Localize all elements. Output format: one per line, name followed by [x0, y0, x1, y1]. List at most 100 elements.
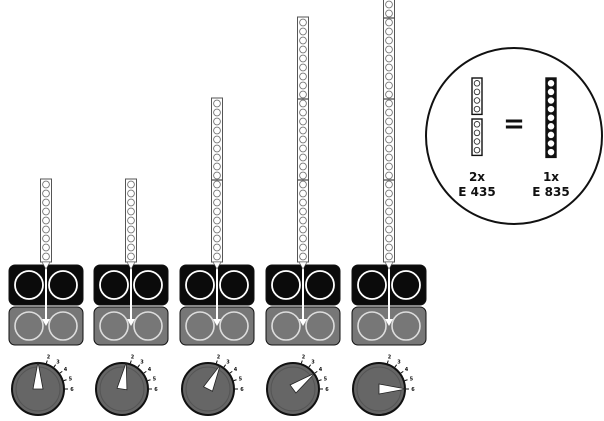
stack-bead: [385, 189, 393, 198]
dial-tick: [386, 360, 389, 364]
stack-bead: [385, 153, 393, 162]
dial-tick-label: 3: [226, 359, 230, 365]
stack-bead: [385, 9, 393, 18]
down-arrow-head-icon: [213, 319, 221, 326]
stack-bead: [385, 135, 393, 144]
legend-left-quantity: 2x: [469, 170, 485, 184]
stack-bead: [213, 162, 221, 171]
dial-tick: [45, 360, 48, 364]
legend-equals-sign: =: [503, 109, 525, 139]
stack-bead: [385, 99, 393, 108]
stack-bead: [213, 225, 221, 234]
gray-block-recess: [305, 311, 335, 341]
stack-bead: [385, 234, 393, 243]
stack-bead: [385, 252, 393, 261]
dial-tick-label: 6: [325, 387, 329, 393]
stack-bead: [42, 189, 50, 198]
black-block-recess: [185, 270, 215, 300]
dial-tick-label: 2: [388, 355, 392, 361]
dial-tick-label: 5: [153, 376, 157, 382]
stack-bead: [213, 180, 221, 189]
dial-tick: [300, 360, 303, 364]
stack-bead: [299, 54, 307, 63]
stack-bead: [42, 216, 50, 225]
down-arrow-head-icon: [42, 319, 50, 326]
stack-bead: [42, 225, 50, 234]
gray-block-recess: [271, 311, 301, 341]
stack-bead: [385, 144, 393, 153]
legend-bead: [547, 105, 555, 113]
dial-tick-label: 2: [217, 355, 221, 361]
dial-tick-label: 3: [140, 359, 144, 365]
stack-bead: [385, 162, 393, 171]
stack-bead: [385, 72, 393, 81]
dial-tick-label: 6: [411, 387, 415, 393]
stack-bead: [385, 117, 393, 126]
gray-block-recess: [99, 311, 129, 341]
stack-bead: [299, 225, 307, 234]
stack-bead: [213, 216, 221, 225]
stack-bead: [213, 108, 221, 117]
stack-bead: [385, 81, 393, 90]
black-block-recess: [219, 270, 249, 300]
down-arrow-head-icon: [299, 319, 307, 326]
stack-bead: [299, 153, 307, 162]
stack-bead: [127, 225, 135, 234]
stack-bead: [213, 243, 221, 252]
stack-bead: [42, 180, 50, 189]
bead-stack: [40, 178, 52, 263]
dial-pointer-icon: [378, 383, 407, 395]
stack-bead: [385, 36, 393, 45]
stack-bead: [213, 198, 221, 207]
gray-block-recess: [133, 311, 163, 341]
stack-arrow-head-icon: [212, 261, 222, 270]
down-arrow-head-icon: [127, 319, 135, 326]
stack-bead: [213, 144, 221, 153]
dial-tick: [318, 379, 322, 382]
stack-bead: [299, 90, 307, 99]
stack-arrow-head-icon: [298, 261, 308, 270]
legend-bead: [473, 146, 481, 154]
down-arrow-head-icon: [385, 319, 393, 326]
stack-bead: [42, 243, 50, 252]
legend-circle: [425, 47, 603, 225]
stack-bead: [299, 27, 307, 36]
stack-bead: [299, 252, 307, 261]
dial-tick: [53, 364, 57, 368]
stack-bead: [127, 243, 135, 252]
bead-stack: [211, 97, 223, 263]
stack-bead: [299, 18, 307, 27]
dial-pointer-icon: [289, 372, 316, 394]
stack-bead: [385, 126, 393, 135]
black-block-recess: [271, 270, 301, 300]
stack-bead: [385, 63, 393, 72]
stack-bead: [385, 18, 393, 27]
stack-bead: [385, 108, 393, 117]
stack-arrow-head-icon: [384, 261, 394, 270]
dial-tick: [394, 364, 398, 368]
black-block-recess: [14, 270, 44, 300]
stack-bead: [127, 180, 135, 189]
dial-tick-label: 4: [148, 367, 152, 373]
gray-block-recess: [219, 311, 249, 341]
stack-bead: [299, 108, 307, 117]
stack-bead: [42, 252, 50, 261]
stack-bead: [213, 171, 221, 180]
legend-bead: [473, 80, 481, 87]
stack-bead: [385, 225, 393, 234]
stack-bead: [42, 234, 50, 243]
stack-bead: [299, 180, 307, 189]
stack-bead: [213, 234, 221, 243]
gray-block-recess: [391, 311, 421, 341]
dial-tick-label: 6: [154, 387, 158, 393]
black-block-recess: [133, 270, 163, 300]
stack-bead: [299, 171, 307, 180]
stack-bead: [213, 126, 221, 135]
legend-bead: [547, 131, 555, 139]
